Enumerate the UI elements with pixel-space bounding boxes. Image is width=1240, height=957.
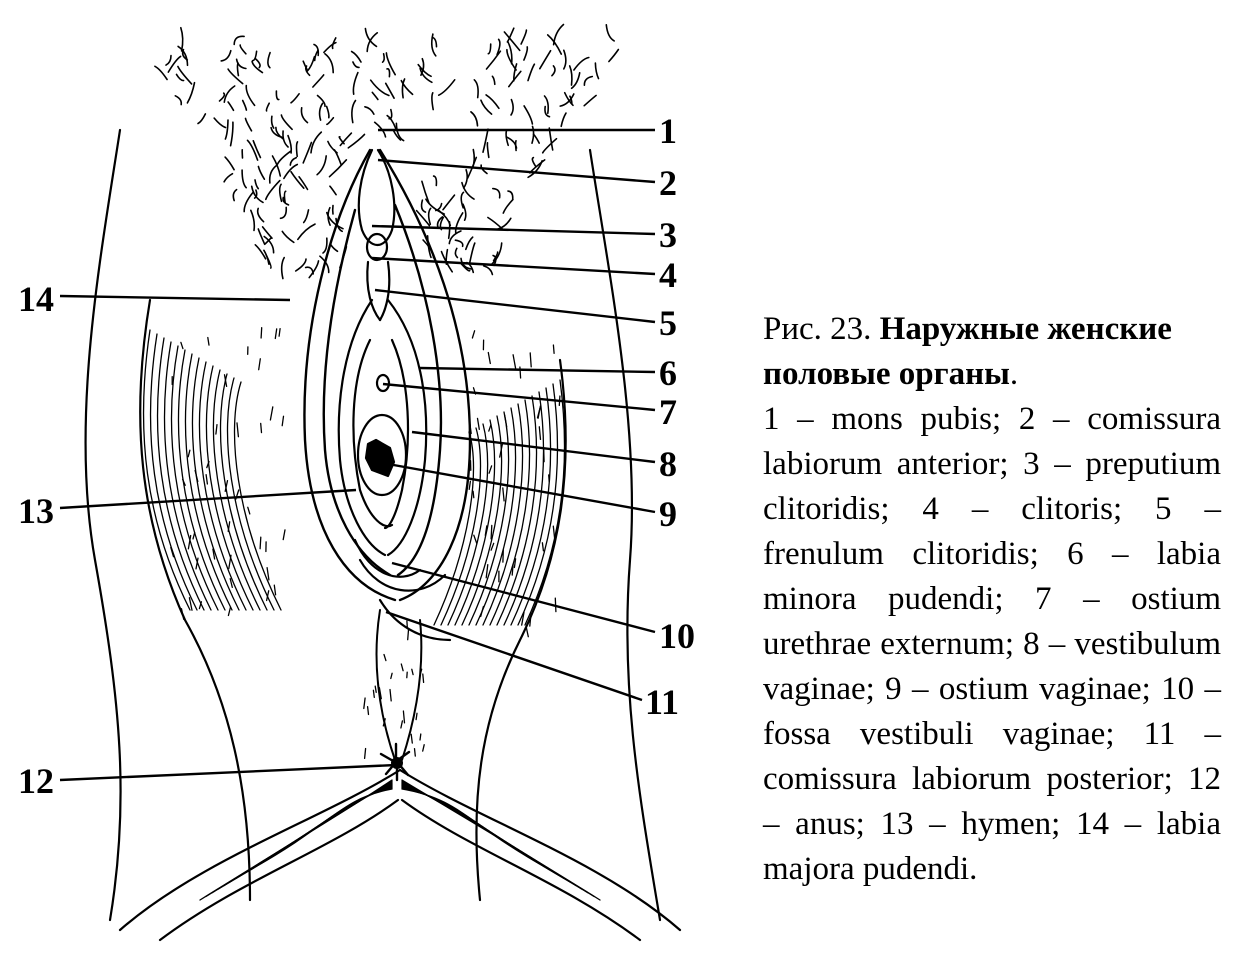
clitoral-region	[357, 148, 396, 322]
callout-numbers: 1 2 3 4 5 6 7 8 9 10 11 12 13 14	[18, 111, 695, 801]
leader-line-10	[391, 561, 656, 634]
leader-line-9	[387, 462, 656, 514]
leader-line-13	[59, 488, 357, 510]
anatomical-illustration: 1 2 3 4 5 6 7 8 9 10 11 12 13 14	[18, 23, 695, 942]
leader-lines	[59, 128, 656, 782]
callout-5: 5	[659, 303, 677, 343]
leader-line-11	[385, 610, 643, 702]
pubic-hair-hatching	[154, 23, 620, 280]
leader-line-7	[382, 382, 656, 412]
callout-8: 8	[659, 444, 677, 484]
leader-line-5	[374, 288, 656, 324]
callout-11: 11	[645, 682, 679, 722]
caption-legend: 1 – mons pubis; 2 – comissura labiorum a…	[763, 401, 1221, 887]
body-contours	[84, 128, 682, 942]
leader-line-4	[371, 256, 656, 276]
leader-line-3	[371, 224, 656, 236]
callout-4: 4	[659, 255, 677, 295]
callout-12: 12	[18, 761, 54, 801]
callout-10: 10	[659, 616, 695, 656]
callout-2: 2	[659, 163, 677, 203]
callout-13: 13	[18, 491, 54, 531]
caption-title-end: .	[1009, 356, 1019, 392]
perineal-hatching	[199, 620, 601, 901]
callout-9: 9	[659, 494, 677, 534]
figure-caption: Рис. 23. Наружные женские половые органы…	[763, 307, 1221, 892]
caption-title-line: Рис. 23. Наружные женские половые органы…	[763, 307, 1221, 397]
callout-1: 1	[659, 111, 677, 151]
perineum-anus	[375, 609, 423, 782]
caption-prefix: Рис. 23.	[763, 311, 880, 347]
leader-line-6	[419, 366, 656, 374]
skin-shading-hatching	[142, 327, 566, 638]
leader-line-8	[411, 430, 656, 464]
leader-line-12	[59, 763, 397, 782]
labia-minora-vestibule	[337, 298, 452, 642]
caption-title: Наружные женские половые органы	[763, 311, 1172, 392]
callout-7: 7	[659, 392, 677, 432]
leader-line-2	[377, 158, 656, 184]
leader-line-14	[59, 294, 291, 302]
callout-14: 14	[18, 279, 54, 319]
callout-3: 3	[659, 215, 677, 255]
illustration-line-art	[84, 23, 682, 942]
callout-6: 6	[659, 353, 677, 393]
